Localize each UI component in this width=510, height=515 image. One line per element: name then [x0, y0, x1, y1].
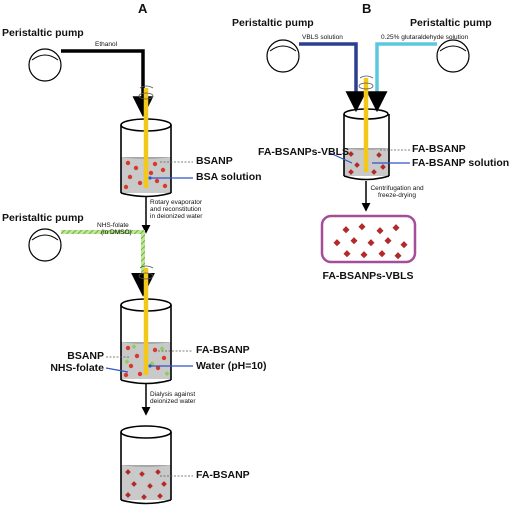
ethanol-label: Ethanol — [95, 41, 118, 48]
rotary-label-1: Rotary evaporator — [150, 199, 203, 206]
stirrer-icon — [138, 85, 154, 188]
nhs-folate-label-1: NHS-folate — [97, 222, 129, 229]
particles-bsanp — [123, 160, 168, 190]
vbls-solution-label: VBLS solution — [302, 34, 343, 41]
vbls-tube — [299, 42, 367, 113]
stirrer-icon — [358, 75, 374, 172]
centrifugation-label-1: Centrifugation and — [370, 185, 424, 192]
water-ph-label: Water (pH=10) — [196, 360, 267, 372]
panel-label-a: A — [138, 1, 148, 16]
fa-bsanp-solution-label: FA-BSANP solution — [412, 157, 510, 169]
result-box — [320, 214, 417, 264]
panel-label-b: B — [362, 1, 372, 16]
pointer-lines-1 — [148, 161, 193, 180]
pump-label-b2: Peristaltic pump — [410, 17, 492, 29]
bsa-solution-label: BSA solution — [196, 171, 262, 183]
nhs-folate-tube — [61, 230, 155, 297]
beaker-icon — [120, 425, 172, 505]
rotary-label-2: and reconstitution — [150, 206, 202, 213]
fa-bsanp-label-2: FA-BSANP — [196, 469, 250, 481]
fa-bsanp-label-1: FA-BSANP — [196, 344, 250, 356]
pointer-lines-b — [329, 149, 410, 164]
nhs-folate-label-2: (in DMSO) — [101, 229, 132, 236]
pump-icon — [436, 39, 470, 73]
pump-label-b1: Peristaltic pump — [232, 17, 314, 29]
dialysis-label-1: Dialysis against — [150, 391, 196, 398]
rotary-label-3: in deionized water — [150, 213, 203, 220]
bsanp-label-2: BSANP — [67, 350, 104, 362]
pump-label-a1: Peristaltic pump — [2, 27, 84, 39]
pump-icon — [28, 228, 62, 262]
fa-bsanp-b-label: FA-BSANP — [412, 143, 466, 155]
particles-b — [348, 151, 386, 175]
pump-label-a2: Peristaltic pump — [2, 212, 84, 224]
fa-bsanps-vbls-left-label: FA-BSANPs-VBLS — [258, 146, 350, 158]
centrifugation-label-2: freeze-drying — [378, 192, 416, 199]
dialysis-label-2: deionized water — [150, 398, 196, 405]
nhs-folate-label-left: NHS-folate — [50, 362, 104, 374]
particles-fa-bsanp — [125, 469, 167, 500]
pump-icon — [28, 48, 62, 82]
glutaraldehyde-tube — [366, 42, 437, 113]
glutaraldehyde-label: 0.25% glutaraldehyde solution — [381, 34, 469, 41]
pointer-lines-2 — [105, 350, 193, 373]
bsanp-label-1: BSANP — [196, 155, 233, 167]
ethanol-tube — [61, 49, 154, 118]
pump-icon — [266, 39, 300, 73]
fa-bsanps-vbls-bottom-label: FA-BSANPs-VBLS — [322, 270, 414, 282]
stirrer-icon — [138, 265, 154, 375]
